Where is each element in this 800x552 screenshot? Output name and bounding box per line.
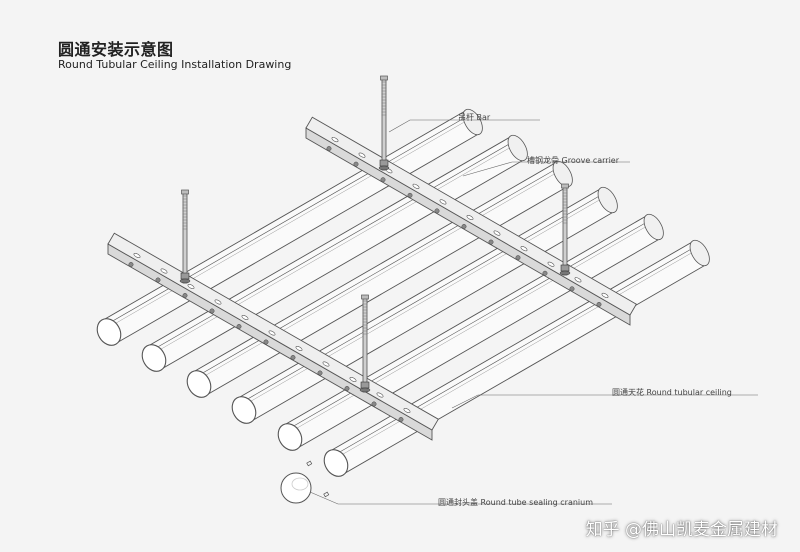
carrier-slot [241,314,249,321]
carrier-slot [133,252,141,259]
hanger-nut [180,272,190,280]
carrier-slot [493,230,501,236]
page-subtitle: Round Tubular Ceiling Installation Drawi… [58,58,292,71]
hanger-nut [379,159,389,167]
clip-bolt [515,255,521,261]
leader-bar [388,119,540,133]
carrier-slot [295,345,303,352]
clip-bolt [353,161,359,167]
clip-bolt [182,293,188,298]
clip-bolt [488,239,494,245]
clip-bolt [407,192,413,198]
callout-leaders [309,119,758,505]
groove-carrier [305,116,637,326]
hanger-nut [560,264,570,272]
clip-bolt [317,370,323,376]
tube-end-circle [231,396,257,424]
carrier-slot [268,330,276,336]
page-title: 圆通安装示意图 [58,40,174,59]
hanging-bars [179,75,571,393]
carrier-slot [412,183,420,189]
hanging-bar [559,183,571,276]
leader-round-tubular-ceiling [451,394,758,409]
carrier-slot [376,392,384,398]
tube-end-circle [186,370,212,398]
carrier-slot [331,137,339,143]
hanging-bar [378,75,390,171]
tube-end-circle [323,449,349,477]
clip-bolt [542,270,548,276]
hanger-nut [360,381,370,389]
label-sealing-cranium: 圆通封头盖 Round tube sealing cranium [438,498,594,507]
clip-bolt [290,355,296,360]
tube-end-circle [141,344,167,372]
carrier-slot [520,246,528,252]
clip-bolt [461,224,467,229]
clip-bolt [596,301,602,307]
carrier-slot [358,152,366,158]
leader-sealing-cranium [309,491,612,505]
tube-end-circle [277,423,303,451]
clip-bolt [209,308,215,314]
label-bar: 吊杆 Bar [458,113,491,122]
sealing-cap [280,460,330,504]
label-round-tubular-ceiling: 圆通天花 Round tubular ceiling [612,388,732,397]
clip-bolt [371,401,377,407]
clip-bolt [236,324,242,329]
clip-bolt [326,146,332,152]
tube-end-circle [96,318,122,346]
carrier-slot [601,292,609,298]
carrier-slot [214,299,222,305]
carrier-slot [547,261,555,267]
carrier-slot [160,268,168,274]
watermark: 知乎 @佛山凯麦金属建材 [585,520,778,540]
label-groove-carrier: 槽钢龙骨 Groove carrier [527,156,620,165]
carrier-slot [574,277,582,283]
hanging-bar [179,189,191,284]
carrier-slot [322,361,330,367]
clip-bolt [263,339,269,345]
hanging-bar [359,294,371,393]
groove-carrier [107,232,439,441]
clip-bolt [128,262,134,267]
carrier-slot [466,214,474,221]
carrier-slot [403,407,411,414]
clip-bolt [380,177,386,183]
clip-bolt [155,277,161,283]
clip-bolt [344,386,350,391]
leader-groove-carrier [462,161,630,177]
clip-bolt [434,208,440,214]
groove-carriers [107,116,637,441]
clip-bolt [569,286,575,292]
clip-bolt [398,417,404,422]
carrier-slot [439,199,447,205]
carrier-slot [349,376,357,383]
carrier-slot [187,283,195,290]
